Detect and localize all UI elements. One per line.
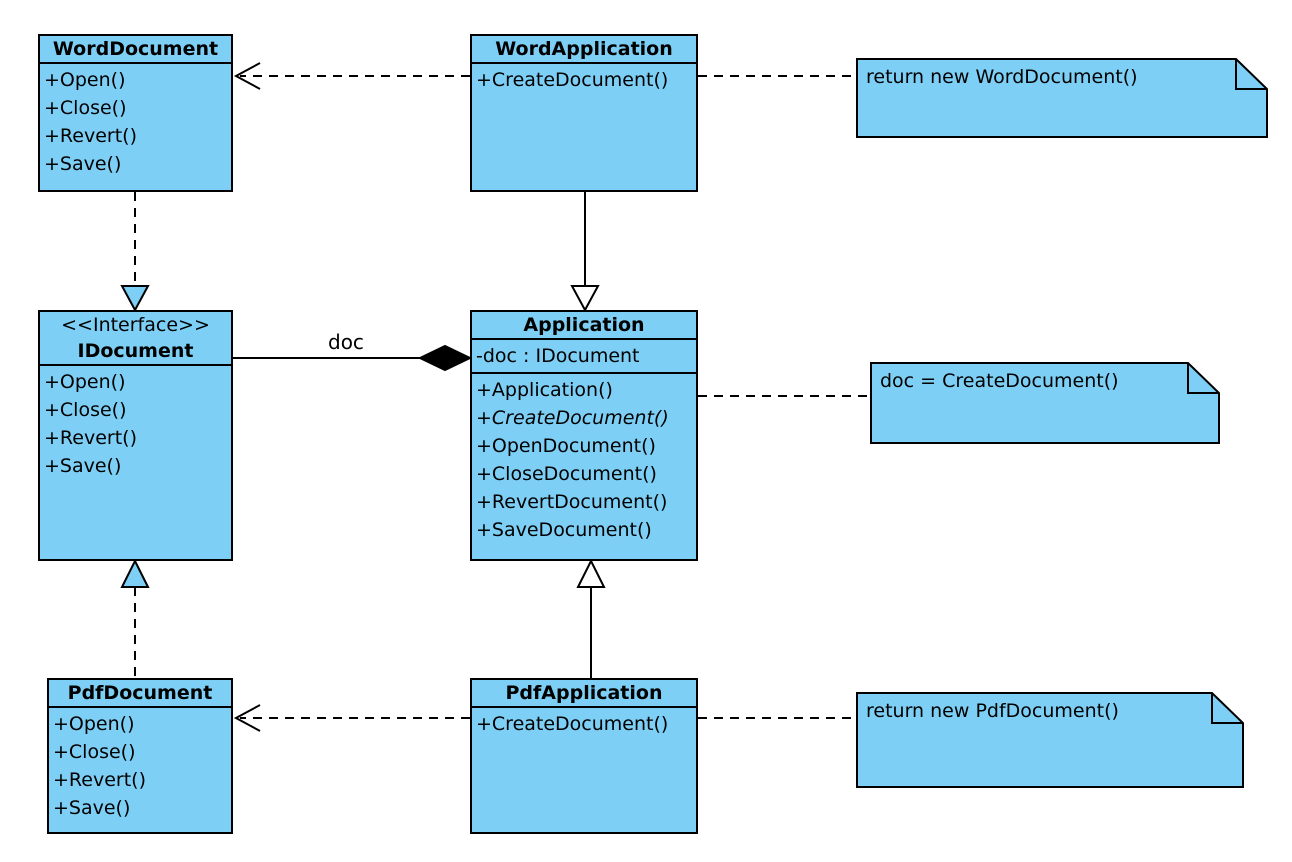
operation: +CreateDocument() bbox=[476, 713, 669, 735]
class-word-document[interactable]: WordDocument +Open() +Close() +Revert() … bbox=[38, 34, 233, 192]
dependency-pdf-arrowhead bbox=[233, 704, 261, 732]
operation: +SaveDocument() bbox=[476, 519, 652, 541]
attributes-list: -doc : IDocument bbox=[472, 340, 696, 374]
operation: +Revert() bbox=[53, 769, 146, 791]
class-word-application[interactable]: WordApplication +CreateDocument() bbox=[470, 34, 698, 192]
class-name: PdfDocument bbox=[49, 680, 231, 708]
operation: +Revert() bbox=[44, 427, 137, 449]
operations-list: +Open() +Close() +Revert() +Save() bbox=[49, 708, 231, 824]
stereotype: <<Interface>> bbox=[61, 314, 210, 336]
operation: +Open() bbox=[44, 371, 126, 393]
generalization-pdf-triangle bbox=[576, 558, 606, 588]
operations-list: +Application() +CreateDocument() +OpenDo… bbox=[472, 374, 696, 546]
note-pdf[interactable]: return new PdfDocument() bbox=[856, 692, 1244, 788]
class-name: Application bbox=[472, 312, 696, 340]
operation: +CloseDocument() bbox=[476, 463, 657, 485]
operation: +Revert() bbox=[44, 125, 137, 147]
operation: +Open() bbox=[44, 69, 126, 91]
class-name: WordApplication bbox=[472, 36, 696, 64]
class-name: WordDocument bbox=[40, 36, 231, 64]
operation: +CreateDocument() bbox=[476, 69, 669, 91]
class-pdf-document[interactable]: PdfDocument +Open() +Close() +Revert() +… bbox=[47, 678, 233, 834]
interface-idocument[interactable]: <<Interface>> IDocument +Open() +Close()… bbox=[38, 310, 233, 561]
operation: +Close() bbox=[44, 97, 127, 119]
realization-pdf-triangle bbox=[120, 558, 150, 588]
note-shape bbox=[870, 362, 1220, 444]
operations-list: +Open() +Close() +Revert() +Save() bbox=[40, 64, 231, 180]
operation: +Close() bbox=[44, 399, 127, 421]
attribute: -doc : IDocument bbox=[476, 345, 640, 367]
operation: +RevertDocument() bbox=[476, 491, 668, 513]
generalization-word-triangle bbox=[570, 285, 600, 313]
class-name: IDocument bbox=[77, 340, 194, 362]
note-text: doc = CreateDocument() bbox=[880, 370, 1119, 392]
note-application[interactable]: doc = CreateDocument() bbox=[870, 362, 1220, 444]
operation: +Application() bbox=[476, 379, 613, 401]
operations-list: +Open() +Close() +Revert() +Save() bbox=[40, 366, 231, 482]
note-text: return new WordDocument() bbox=[866, 66, 1138, 88]
composition-diamond bbox=[417, 344, 473, 372]
note-word[interactable]: return new WordDocument() bbox=[856, 58, 1268, 138]
dependency-word-arrowhead bbox=[233, 62, 261, 90]
abstract-operation: +CreateDocument() bbox=[476, 407, 669, 429]
note-shape bbox=[856, 692, 1244, 788]
note-text: return new PdfDocument() bbox=[866, 700, 1119, 722]
realization-word-triangle bbox=[120, 285, 150, 313]
operation: +OpenDocument() bbox=[476, 435, 656, 457]
operation: +Save() bbox=[44, 153, 122, 175]
operations-list: +CreateDocument() bbox=[472, 708, 696, 740]
operations-list: +CreateDocument() bbox=[472, 64, 696, 96]
class-name: PdfApplication bbox=[472, 680, 696, 708]
association-label-doc: doc bbox=[328, 330, 364, 354]
operation: +Save() bbox=[53, 797, 131, 819]
class-application[interactable]: Application -doc : IDocument +Applicatio… bbox=[470, 310, 698, 561]
note-shape bbox=[856, 58, 1268, 138]
class-header: <<Interface>> IDocument bbox=[40, 312, 231, 366]
operation: +Close() bbox=[53, 741, 136, 763]
operation: +Open() bbox=[53, 713, 135, 735]
operation: +Save() bbox=[44, 455, 122, 477]
class-pdf-application[interactable]: PdfApplication +CreateDocument() bbox=[470, 678, 698, 834]
